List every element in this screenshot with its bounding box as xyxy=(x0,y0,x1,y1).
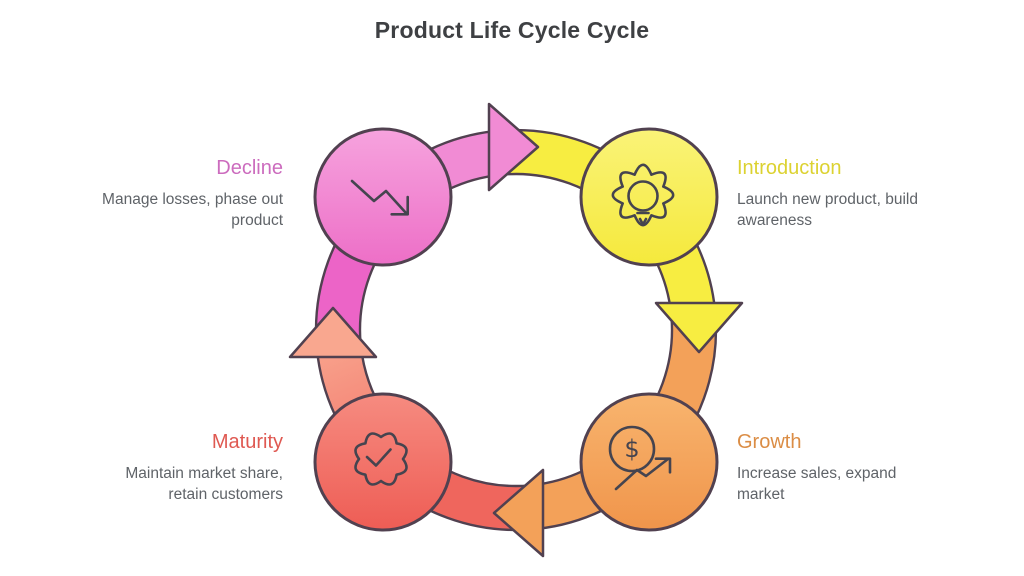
stage-label-maturity: Maturity xyxy=(211,431,283,453)
badge-checkmark-icon xyxy=(354,432,408,486)
node-decline-circle xyxy=(313,127,453,267)
stage-description-introduction: Launch new product, build awareness xyxy=(737,191,918,229)
arrow-decline-to-introduction xyxy=(487,102,540,192)
stage-description-maturity: Maintain market share, retain customers xyxy=(125,465,283,503)
node-maturity-circle xyxy=(313,392,453,532)
dollar-sign-glyph: $ xyxy=(624,435,639,463)
page-title: Product Life Cycle Cycle xyxy=(374,17,650,43)
stage-block-maturity: Maturity Maintain market share, retain c… xyxy=(93,430,283,505)
stage-description-decline: Manage losses, phase out product xyxy=(102,191,283,229)
trending-down-icon xyxy=(350,179,409,216)
gear-lightbulb-icon xyxy=(611,163,675,227)
stage-block-introduction: Introduction Launch new product, build a… xyxy=(737,156,927,231)
stage-label-growth: Growth xyxy=(737,431,802,453)
dollar-trending-up-icon xyxy=(608,425,672,491)
arrow-growth-to-maturity xyxy=(492,468,545,558)
stage-block-growth: Growth Increase sales, expand market xyxy=(737,430,927,505)
stage-block-decline: Decline Manage losses, phase out product xyxy=(93,156,283,231)
stage-description-growth: Increase sales, expand market xyxy=(737,465,897,503)
node-introduction-circle xyxy=(579,127,719,267)
stage-label-decline: Decline xyxy=(216,157,283,179)
stage-label-introduction: Introduction xyxy=(737,157,842,179)
arrow-introduction-to-growth xyxy=(654,301,744,354)
arrow-maturity-to-decline xyxy=(288,306,378,359)
